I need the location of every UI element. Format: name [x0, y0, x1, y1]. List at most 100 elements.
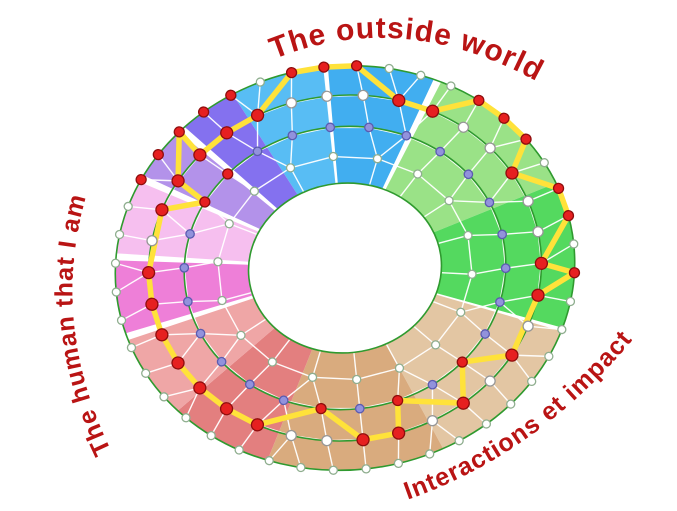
node[interactable]: [206, 430, 216, 441]
node-selected[interactable]: [456, 356, 468, 368]
node-selected[interactable]: [505, 166, 519, 180]
node[interactable]: [427, 379, 438, 390]
node[interactable]: [495, 297, 505, 307]
node[interactable]: [544, 351, 554, 362]
node[interactable]: [224, 219, 234, 229]
node[interactable]: [126, 343, 137, 353]
node[interactable]: [244, 379, 255, 390]
node[interactable]: [285, 97, 297, 109]
node-selected[interactable]: [171, 356, 185, 370]
node-selected[interactable]: [152, 148, 164, 161]
node[interactable]: [185, 229, 195, 239]
node[interactable]: [354, 403, 365, 414]
node[interactable]: [357, 89, 369, 102]
node[interactable]: [287, 130, 298, 141]
node[interactable]: [159, 392, 169, 402]
node[interactable]: [532, 226, 544, 238]
node[interactable]: [111, 287, 121, 297]
node[interactable]: [569, 239, 579, 249]
node[interactable]: [116, 315, 127, 325]
node-selected[interactable]: [531, 288, 545, 302]
node[interactable]: [446, 81, 456, 91]
node[interactable]: [484, 375, 496, 387]
node[interactable]: [216, 356, 227, 367]
node-selected[interactable]: [473, 94, 485, 107]
node-selected[interactable]: [135, 173, 147, 186]
node[interactable]: [285, 163, 296, 173]
node[interactable]: [539, 158, 549, 168]
node[interactable]: [217, 295, 227, 306]
node[interactable]: [252, 146, 263, 157]
node[interactable]: [361, 464, 371, 474]
node[interactable]: [484, 142, 496, 154]
node[interactable]: [425, 449, 435, 459]
node[interactable]: [236, 330, 246, 340]
node[interactable]: [484, 197, 495, 208]
node-selected[interactable]: [155, 328, 169, 342]
node-selected[interactable]: [498, 112, 510, 124]
node-selected[interactable]: [534, 256, 549, 270]
node[interactable]: [393, 458, 404, 469]
node[interactable]: [384, 63, 394, 74]
node[interactable]: [444, 196, 454, 206]
node[interactable]: [435, 146, 446, 157]
node[interactable]: [527, 376, 537, 387]
node[interactable]: [141, 368, 151, 378]
node[interactable]: [234, 445, 244, 455]
node[interactable]: [123, 201, 133, 212]
node-selected[interactable]: [155, 203, 169, 217]
node-selected[interactable]: [199, 196, 211, 208]
node[interactable]: [249, 186, 260, 196]
node[interactable]: [413, 169, 423, 179]
node-selected[interactable]: [197, 106, 210, 118]
node-selected[interactable]: [392, 93, 406, 108]
node-selected[interactable]: [315, 402, 327, 415]
node-selected[interactable]: [456, 396, 470, 410]
node-selected[interactable]: [520, 133, 532, 145]
node-selected[interactable]: [220, 126, 234, 140]
node[interactable]: [401, 130, 412, 141]
node[interactable]: [321, 434, 333, 447]
node[interactable]: [416, 70, 426, 80]
node[interactable]: [522, 320, 534, 332]
node[interactable]: [181, 413, 191, 423]
node[interactable]: [195, 328, 206, 339]
node-selected[interactable]: [250, 418, 265, 432]
node[interactable]: [264, 456, 274, 466]
node[interactable]: [457, 121, 470, 133]
node-selected[interactable]: [222, 168, 234, 180]
node[interactable]: [522, 195, 534, 207]
node-selected[interactable]: [425, 104, 440, 118]
node-selected[interactable]: [145, 297, 159, 311]
node[interactable]: [328, 151, 338, 162]
node-selected[interactable]: [141, 266, 156, 280]
node-selected[interactable]: [350, 60, 363, 72]
node[interactable]: [467, 269, 477, 279]
node-selected[interactable]: [219, 402, 234, 416]
node[interactable]: [352, 374, 362, 385]
node-selected[interactable]: [173, 126, 185, 138]
node[interactable]: [321, 90, 333, 102]
node[interactable]: [179, 262, 190, 273]
node-selected[interactable]: [225, 89, 237, 101]
node[interactable]: [557, 324, 567, 335]
node-selected[interactable]: [250, 108, 265, 122]
node[interactable]: [463, 230, 473, 241]
node[interactable]: [480, 329, 491, 339]
node[interactable]: [278, 395, 289, 406]
node[interactable]: [394, 363, 405, 373]
node[interactable]: [454, 436, 464, 446]
node[interactable]: [285, 429, 297, 442]
node-selected[interactable]: [392, 426, 406, 440]
node[interactable]: [430, 340, 441, 350]
node[interactable]: [267, 357, 277, 367]
node-selected[interactable]: [356, 433, 370, 447]
node[interactable]: [307, 372, 318, 382]
node[interactable]: [146, 235, 158, 247]
node-selected[interactable]: [193, 381, 207, 395]
node-selected[interactable]: [193, 148, 207, 162]
node[interactable]: [255, 77, 265, 87]
node[interactable]: [456, 307, 466, 317]
node[interactable]: [463, 169, 474, 180]
node-selected[interactable]: [171, 174, 185, 188]
